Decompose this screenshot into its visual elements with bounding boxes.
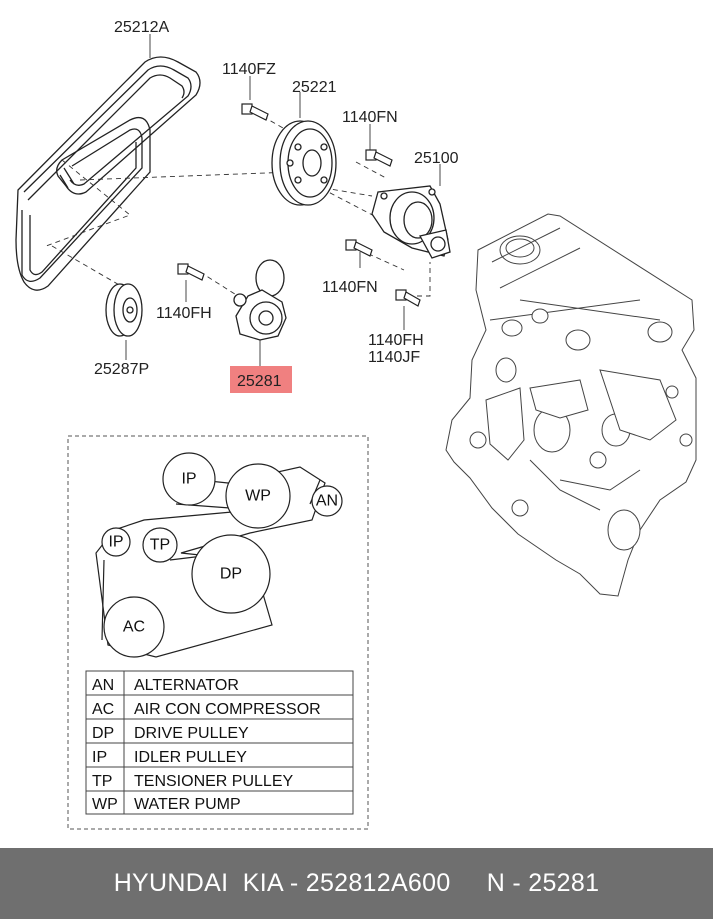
bolt-icon xyxy=(177,263,205,281)
routing-label-ip-top: IP xyxy=(181,471,196,488)
label-bolt-fh-right: 1140FH xyxy=(368,332,424,349)
bolt-icon xyxy=(345,239,373,257)
bolt-icon xyxy=(395,289,421,307)
label-tensioner: 25281 xyxy=(237,373,282,390)
part-number-footer: HYUNDAI KIA - 252812A600 N - 25281 xyxy=(0,848,713,919)
water-pump-pulley xyxy=(271,120,337,206)
routing-label-wp: WP xyxy=(245,488,271,505)
label-pulley: 25221 xyxy=(292,79,337,96)
leader-lines xyxy=(45,111,431,297)
legend-code: IP xyxy=(92,749,107,766)
routing-pulley-dp xyxy=(191,534,271,614)
label-belt: 25212A xyxy=(114,19,169,36)
label-bolt-fn-top: 1140FN xyxy=(342,109,398,126)
label-idler: 25287P xyxy=(94,361,149,378)
idler-pulley xyxy=(105,283,143,337)
legend-table xyxy=(85,670,354,815)
routing-pulley-wp xyxy=(225,463,291,529)
bolt-icon xyxy=(365,149,393,167)
legend-name: AIR CON COMPRESSOR xyxy=(134,701,321,718)
routing-pulley-ip-left xyxy=(101,527,131,557)
routing-pulley-ip-top xyxy=(162,452,216,506)
highlight-box xyxy=(230,366,292,393)
legend-name: TENSIONER PULLEY xyxy=(134,773,293,790)
tensioner-assembly xyxy=(233,259,287,341)
serpentine-belt xyxy=(15,56,201,291)
part-number-text: HYUNDAI KIA - 252812A600 N - 25281 xyxy=(113,869,600,897)
legend-code: AC xyxy=(92,701,114,718)
legend-code: DP xyxy=(92,725,114,742)
legend-name: DRIVE PULLEY xyxy=(134,725,249,742)
label-bolt-fh-left: 1140FH xyxy=(156,305,212,322)
routing-pulleys xyxy=(101,452,343,658)
legend-code: TP xyxy=(92,773,112,790)
legend-code: AN xyxy=(92,677,114,694)
routing-pulley-ac xyxy=(103,596,165,658)
legend-name: WATER PUMP xyxy=(134,796,241,813)
engine-block xyxy=(445,213,697,597)
bolt-icon xyxy=(241,103,269,121)
routing-pulley-an xyxy=(311,485,343,517)
label-bolt-fn-bottom: 1140FN xyxy=(322,279,378,296)
label-leaders xyxy=(125,34,441,366)
legend-name: IDLER PULLEY xyxy=(134,749,247,766)
parts-diagram: 25212A 1140FZ 25221 1140FN 25100 1140FN … xyxy=(15,19,697,830)
legend-code: WP xyxy=(92,796,118,813)
routing-label-dp: DP xyxy=(220,566,242,583)
routing-label-ip-left: IP xyxy=(108,534,123,551)
water-pump xyxy=(371,185,451,259)
legend-name: ALTERNATOR xyxy=(134,677,239,694)
label-bolt-jf: 1140JF xyxy=(368,349,420,366)
routing-pulley-tp xyxy=(142,527,178,563)
label-pump: 25100 xyxy=(414,150,459,167)
routing-label-ac: AC xyxy=(123,619,145,636)
routing-label-an: AN xyxy=(316,493,338,510)
routing-label-tp: TP xyxy=(150,537,170,554)
routing-detail-frame xyxy=(67,435,369,830)
label-bolt-fz: 1140FZ xyxy=(222,61,276,78)
